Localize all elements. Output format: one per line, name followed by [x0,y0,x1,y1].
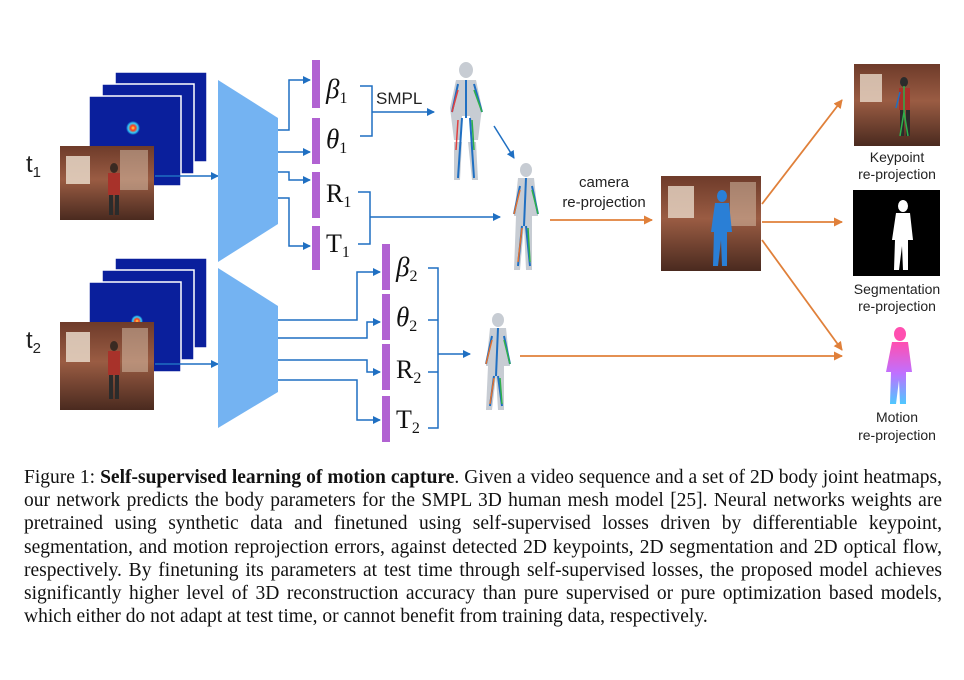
output-arrows [761,99,843,351]
network-encoder-t2 [218,268,278,428]
mesh-to-posed-arrow [493,125,515,159]
frame-label-t2: t2 [26,327,41,357]
caption-title: Self-supervised learning of motion captu… [100,467,455,488]
segmentation-label-line1: Segmentation [854,281,940,297]
smpl-label: SMPL [376,89,422,108]
caption-label: Figure 1: [24,467,96,488]
reprojected-frame [661,176,761,271]
motion-label-line1: Motion [876,409,918,425]
segmentation-label-line2: re-projection [858,298,936,314]
smpl-mesh-posed-t1 [513,163,539,270]
param-bar-theta1 [312,118,320,164]
param-bar-beta2 [382,244,390,290]
param-bar-t1 [312,226,320,270]
method-figure: t1 β1 θ1 R1 T1 SMPL [26,60,940,443]
smpl-mesh-posed-t2 [485,313,511,410]
param-bar-beta1 [312,60,320,108]
param-label-beta2: β2 [395,252,417,285]
segmentation-output-image [853,190,940,276]
caption-body: . Given a video sequence and a set of 2D… [24,467,943,628]
param-label-t2: T2 [396,405,420,437]
param-bar-t2 [382,396,390,442]
smpl-bracket [360,85,435,137]
param-label-t1: T1 [326,229,350,261]
motion-label-line2: re-projection [858,427,936,443]
video-frame-t1 [60,146,154,220]
frame-label-t1: t1 [26,151,41,181]
network-outputs-t2 [278,268,381,424]
param-bar-r1 [312,172,320,218]
keypoint-output-image [854,64,940,146]
smpl-mesh-t1 [450,62,483,180]
param-label-r2: R2 [396,355,421,387]
param-bar-r2 [382,344,390,390]
param-bar-theta2 [382,294,390,340]
network-outputs-t1 [278,76,311,250]
param-label-beta1: β1 [325,74,347,107]
video-frame-t2 [60,322,154,410]
param-label-r1: R1 [326,179,351,211]
param-label-theta2: θ2 [396,302,417,335]
network-encoder-t1 [218,80,278,262]
camera-label-line1: camera [579,174,630,191]
motion-output-image [886,327,912,404]
rt1-bracket [358,191,501,245]
keypoint-label-line1: Keypoint [870,149,925,165]
keypoint-label-line2: re-projection [858,166,936,182]
camera-label-line2: re-projection [562,194,645,211]
params2-bracket [428,267,471,429]
param-label-theta1: θ1 [326,124,347,157]
figure-caption: Figure 1: Self-supervised learning of mo… [24,466,942,628]
